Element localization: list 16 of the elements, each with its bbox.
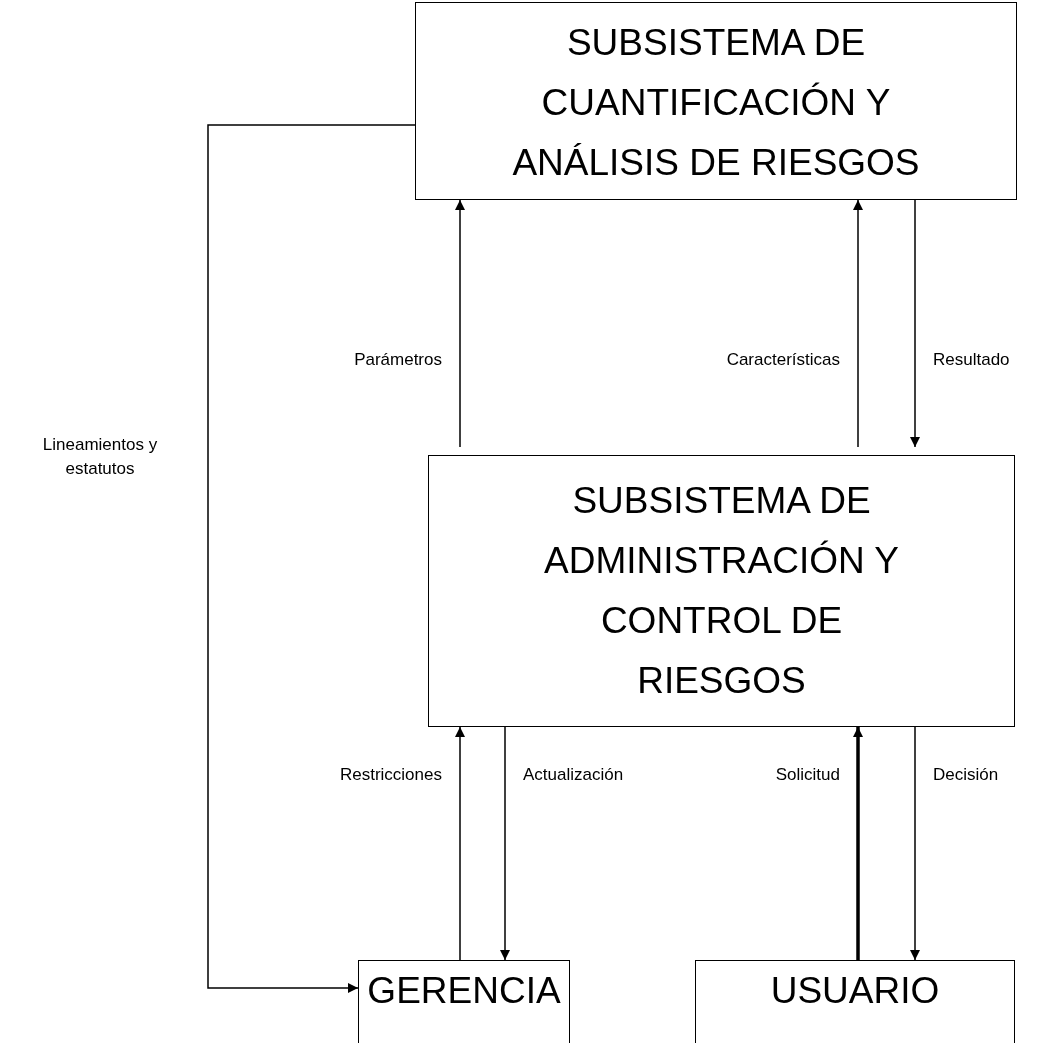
- box-title: GERENCIA: [367, 969, 561, 1013]
- arrow: [853, 199, 863, 448]
- arrow: [207, 124, 416, 993]
- box-title: SUBSISTEMA DE CUANTIFICACIÓN Y ANÁLISIS DE RIESGOS: [511, 21, 921, 185]
- arrow: [853, 727, 863, 960]
- box-title: USUARIO: [770, 969, 940, 1013]
- process-box: [415, 2, 1017, 200]
- process-box: [358, 960, 570, 1043]
- process-box: [428, 455, 1015, 727]
- process-box: [695, 960, 1015, 1043]
- arrow: [910, 726, 920, 961]
- arrow: [455, 726, 465, 961]
- arrow: [455, 199, 465, 448]
- arrow: [910, 199, 920, 448]
- box-title: SUBSISTEMA DE ADMINISTRACIÓN Y CONTROL DE RIESGOS: [543, 479, 900, 703]
- arrow: [500, 726, 510, 961]
